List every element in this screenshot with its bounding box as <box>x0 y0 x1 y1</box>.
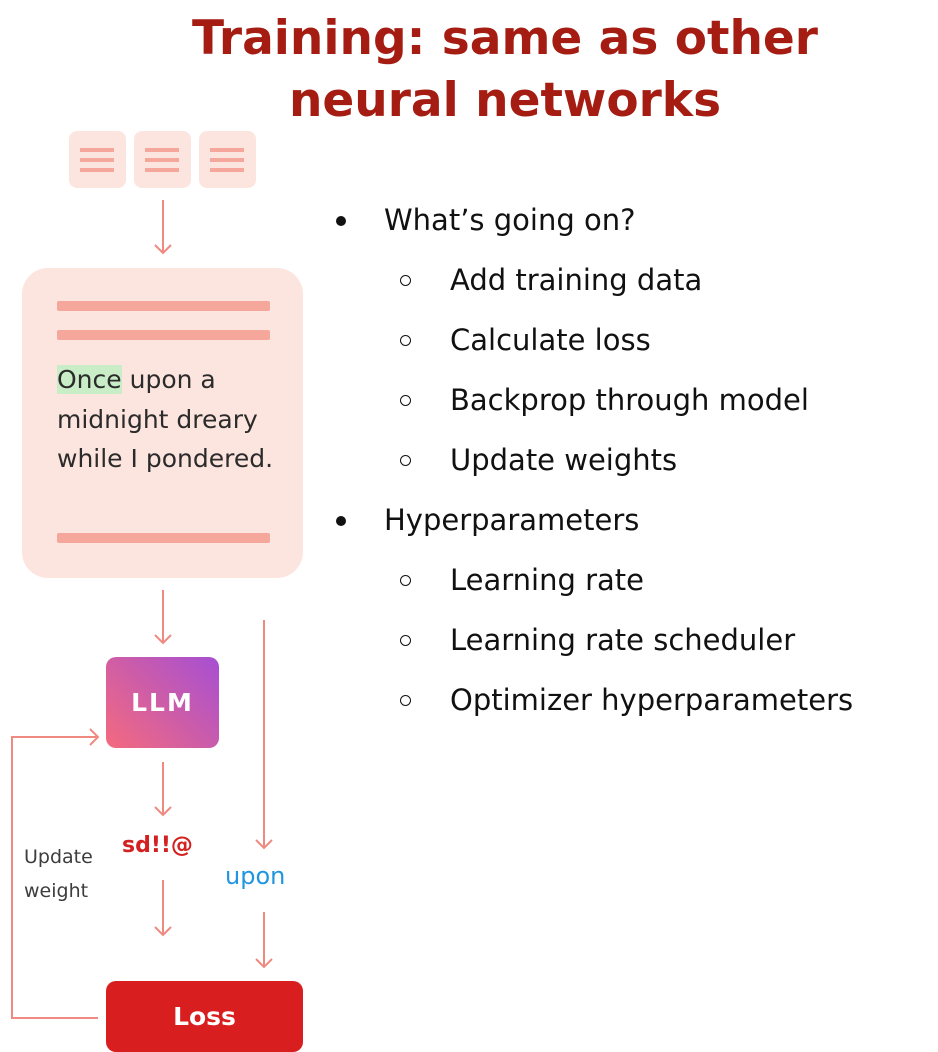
sub-bullet: Backprop through model <box>330 370 930 430</box>
sub-bullet: Update weights <box>330 430 930 490</box>
data-files-icon <box>69 131 256 188</box>
arrow-update-weight-loop <box>11 728 100 1019</box>
llm-model-box: LLM <box>106 657 219 748</box>
bullet-hyperparameters: Hyperparameters <box>330 490 930 550</box>
update-label-line-1: Update <box>24 846 93 868</box>
text-line-decoration <box>57 301 270 311</box>
bullet-list: What’s going on? Add training data Calcu… <box>330 190 930 730</box>
bullet-whats-going-on: What’s going on? <box>330 190 930 250</box>
sentence-rest: upon a midnight dreary while I pondered. <box>57 365 274 473</box>
sub-bullet: Learning rate scheduler <box>330 610 930 670</box>
arrow-files-to-doc <box>154 200 172 255</box>
llm-label: LLM <box>131 688 194 717</box>
title-line-1: Training: same as other <box>192 11 818 66</box>
highlighted-token: Once <box>57 365 122 394</box>
training-text-document: Once upon a midnight dreary while I pond… <box>22 268 303 578</box>
arrow-prediction-to-loss <box>154 880 172 937</box>
arrow-llm-to-prediction <box>154 762 172 817</box>
arrow-target-down <box>255 620 273 850</box>
arrow-doc-to-llm <box>154 590 172 645</box>
text-line-decoration <box>57 533 270 543</box>
sub-bullet: Learning rate <box>330 550 930 610</box>
arrow-target-to-loss <box>255 912 273 969</box>
training-sentence: Once upon a midnight dreary while I pond… <box>57 360 287 479</box>
sub-bullet: Optimizer hyperparameters <box>330 670 930 730</box>
update-weight-label: Update weight <box>24 840 93 908</box>
loss-label: Loss <box>173 1002 236 1031</box>
loss-box: Loss <box>106 981 303 1052</box>
model-prediction: sd!!@ <box>122 833 193 858</box>
target-token: upon <box>225 862 286 890</box>
sub-bullet: Calculate loss <box>330 310 930 370</box>
sub-bullet: Add training data <box>330 250 930 310</box>
update-label-line-2: weight <box>24 880 89 902</box>
slide-title: Training: same as other neural networks <box>0 8 938 132</box>
title-line-2: neural networks <box>288 73 722 128</box>
text-line-decoration <box>57 330 270 340</box>
